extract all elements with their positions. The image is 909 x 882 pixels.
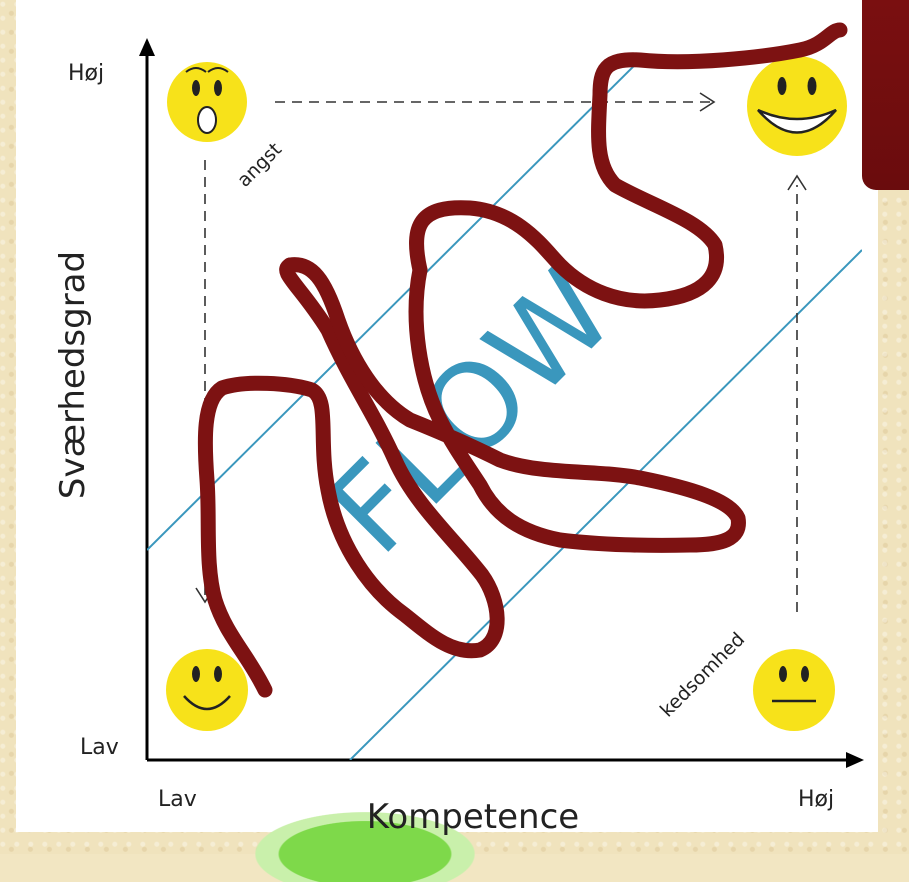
anxiety-label: angst <box>233 138 286 191</box>
flow-channel <box>147 60 862 760</box>
y-high-label: Høj <box>68 61 104 86</box>
y-axis-title: Sværhedsgrad <box>53 251 93 499</box>
surprised-face-icon <box>167 62 247 142</box>
scribble-right-stroke <box>409 22 848 309</box>
scribble-left-stroke <box>197 257 505 698</box>
boredom-label: kedsomhed <box>656 628 749 721</box>
arrow-head-right-icon <box>699 92 716 112</box>
side-tab <box>862 0 909 190</box>
y-low-label: Lav <box>80 735 119 760</box>
flow-channel-lower <box>349 249 862 760</box>
scribble-overlay <box>197 22 848 698</box>
smile-face-icon <box>166 649 248 731</box>
axes <box>139 38 864 768</box>
x-axis-title: Kompetence <box>367 797 579 837</box>
x-axis-arrow-icon <box>846 752 864 768</box>
x-high-label: Høj <box>798 787 834 812</box>
flow-channel-upper <box>147 60 642 551</box>
flow-diagram: FLOW angst kedsomhed Høj <box>53 22 864 837</box>
scribble-middle-stroke <box>282 257 746 553</box>
big-smile-face-icon <box>747 56 847 156</box>
diagram-card <box>16 0 878 832</box>
x-low-label: Lav <box>158 787 197 812</box>
arrow-head-up-icon <box>787 174 807 191</box>
neutral-face-icon <box>753 649 835 731</box>
y-axis-arrow-icon <box>139 38 155 56</box>
